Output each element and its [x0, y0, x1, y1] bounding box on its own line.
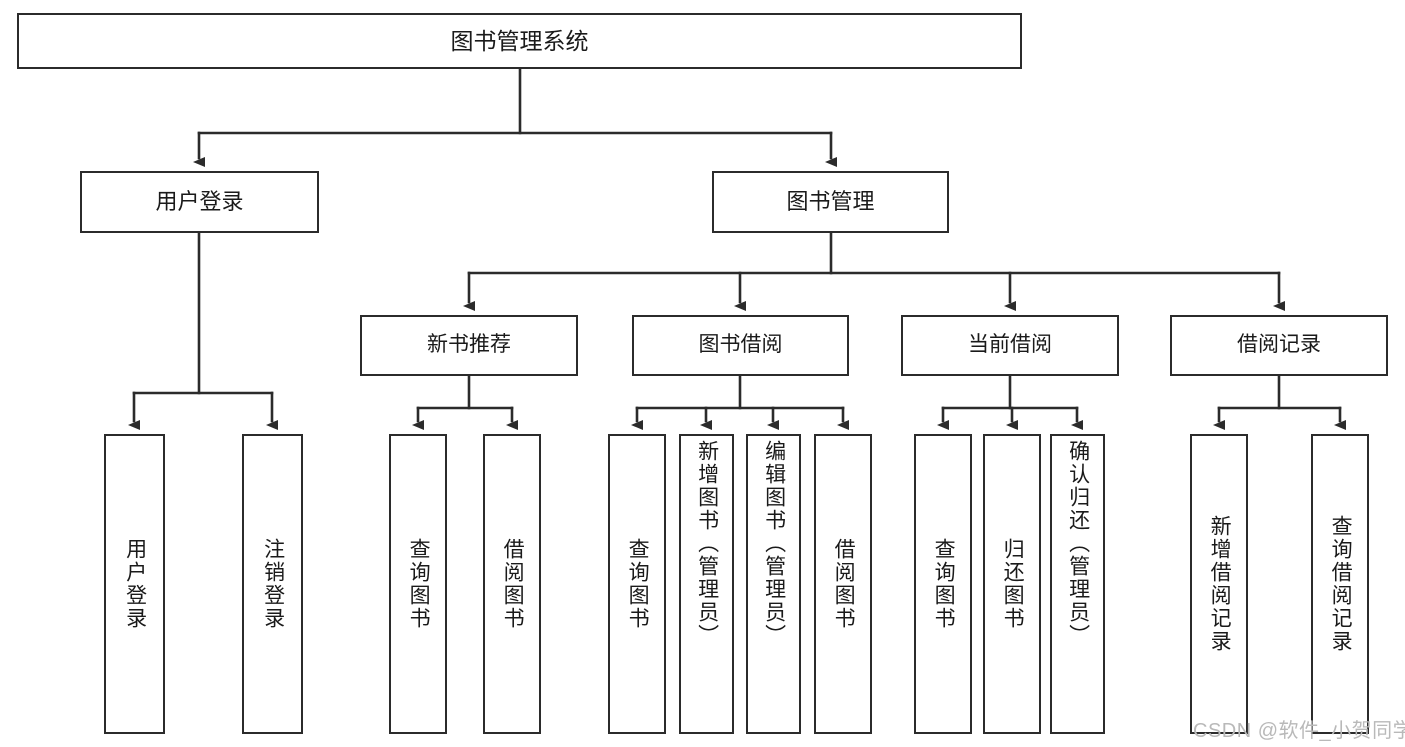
leaf-borrow-book-recommend[interactable]: 借阅图书 — [483, 434, 541, 734]
node-book-management[interactable]: 图书管理 — [712, 171, 949, 233]
node-root-system[interactable]: 图书管理系统 — [17, 13, 1022, 69]
leaf-add-book-admin[interactable]: 新增图书（管理员） — [679, 434, 734, 734]
leaf-return-book[interactable]: 归还图书 — [983, 434, 1041, 734]
node-book-borrow[interactable]: 图书借阅 — [632, 315, 849, 376]
node-new-book-recommend[interactable]: 新书推荐 — [360, 315, 578, 376]
leaf-user-login[interactable]: 用户登录 — [104, 434, 165, 734]
leaf-query-book-recommend[interactable]: 查询图书 — [389, 434, 447, 734]
node-user-login[interactable]: 用户登录 — [80, 171, 319, 233]
node-current-borrow[interactable]: 当前借阅 — [901, 315, 1119, 376]
leaf-confirm-return-admin[interactable]: 确认归还（管理员） — [1050, 434, 1105, 734]
leaf-query-borrow-record[interactable]: 查询借阅记录 — [1311, 434, 1369, 734]
leaf-logout[interactable]: 注销登录 — [242, 434, 303, 734]
node-borrow-record[interactable]: 借阅记录 — [1170, 315, 1388, 376]
leaf-add-borrow-record[interactable]: 新增借阅记录 — [1190, 434, 1248, 734]
leaf-edit-book-admin[interactable]: 编辑图书（管理员） — [746, 434, 801, 734]
leaf-query-book-borrow[interactable]: 查询图书 — [608, 434, 666, 734]
leaf-query-book-current[interactable]: 查询图书 — [914, 434, 972, 734]
leaf-borrow-book[interactable]: 借阅图书 — [814, 434, 872, 734]
